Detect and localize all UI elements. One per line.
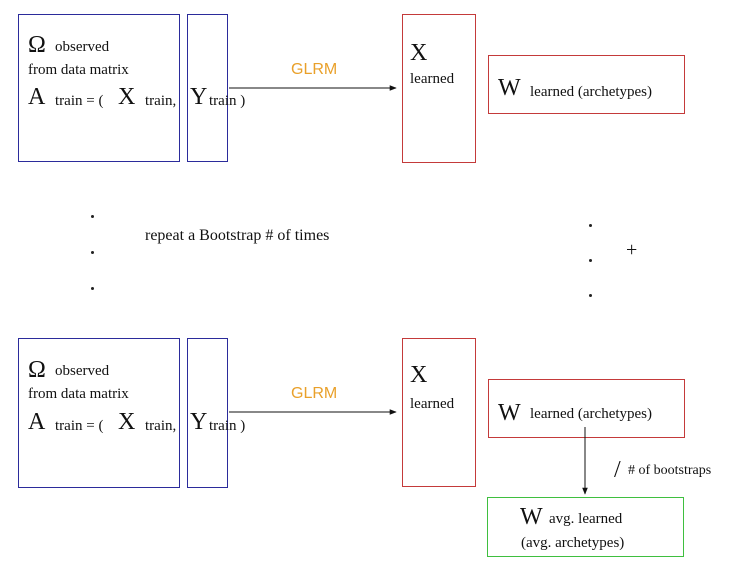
w-learned-label-bottom: learned (archetypes) [530,406,653,422]
from-data-matrix-label-top: from data matrix [28,62,129,78]
w-avg-symbol: W [520,504,543,530]
x-learned-label-top: learned [410,71,455,87]
x-train-subscript-bottom: train, [145,418,177,434]
y-train-subscript-top: train ) [209,93,246,109]
glrm-label-top: GLRM [291,61,338,78]
repeat-bootstrap-label: repeat a Bootstrap # of times [145,227,330,244]
glrm-label-bottom: GLRM [291,385,338,402]
w-avg-learned-box [487,497,684,557]
w-learned-label-top: learned (archetypes) [530,84,653,100]
data-matrix-box-bottom [18,338,180,488]
data-matrix-box-top [18,14,180,162]
x-train-symbol-bottom: X [118,409,136,435]
y-train-symbol-top: Y [190,84,208,110]
omega-symbol-bottom: Ω [28,357,46,383]
w-learned-symbol-bottom: W [498,400,521,426]
ellipsis-dot-right-3 [589,294,592,297]
ellipsis-dot-left-2 [91,251,94,254]
y-train-symbol-bottom: Y [190,409,208,435]
w-avg-learned-label: avg. learned [549,511,623,527]
w-learned-box-bottom [488,379,685,438]
omega-symbol-top: Ω [28,32,46,58]
y-train-box-bottom [187,338,228,488]
y-train-subscript-bottom: train ) [209,418,246,434]
plus-sign: + [626,239,638,261]
from-data-matrix-label-bottom: from data matrix [28,386,129,402]
y-train-box-top [187,14,228,162]
x-learned-symbol-top: X [410,40,428,66]
a-symbol-top: A [28,84,46,110]
train-eq-label-top: train = ( [55,93,104,109]
a-symbol-bottom: A [28,409,46,435]
observed-label-top: observed [55,39,110,55]
num-bootstraps-label: # of bootstraps [628,463,712,478]
x-train-symbol-top: X [118,84,136,110]
ellipsis-dot-right-2 [589,259,592,262]
x-learned-box-top [402,14,476,163]
x-learned-symbol-bottom: X [410,362,428,388]
w-learned-symbol-top: W [498,75,521,101]
w-learned-box-top [488,55,685,114]
x-learned-label-bottom: learned [410,396,455,412]
x-learned-box-bottom [402,338,476,487]
ellipsis-dot-left-1 [91,215,94,218]
divide-slash: / [614,457,621,483]
x-train-subscript-top: train, [145,93,177,109]
ellipsis-dot-right-1 [589,224,592,227]
ellipsis-dot-left-3 [91,287,94,290]
train-eq-label-bottom: train = ( [55,418,104,434]
avg-archetypes-label: (avg. archetypes) [521,535,625,551]
observed-label-bottom: observed [55,363,110,379]
